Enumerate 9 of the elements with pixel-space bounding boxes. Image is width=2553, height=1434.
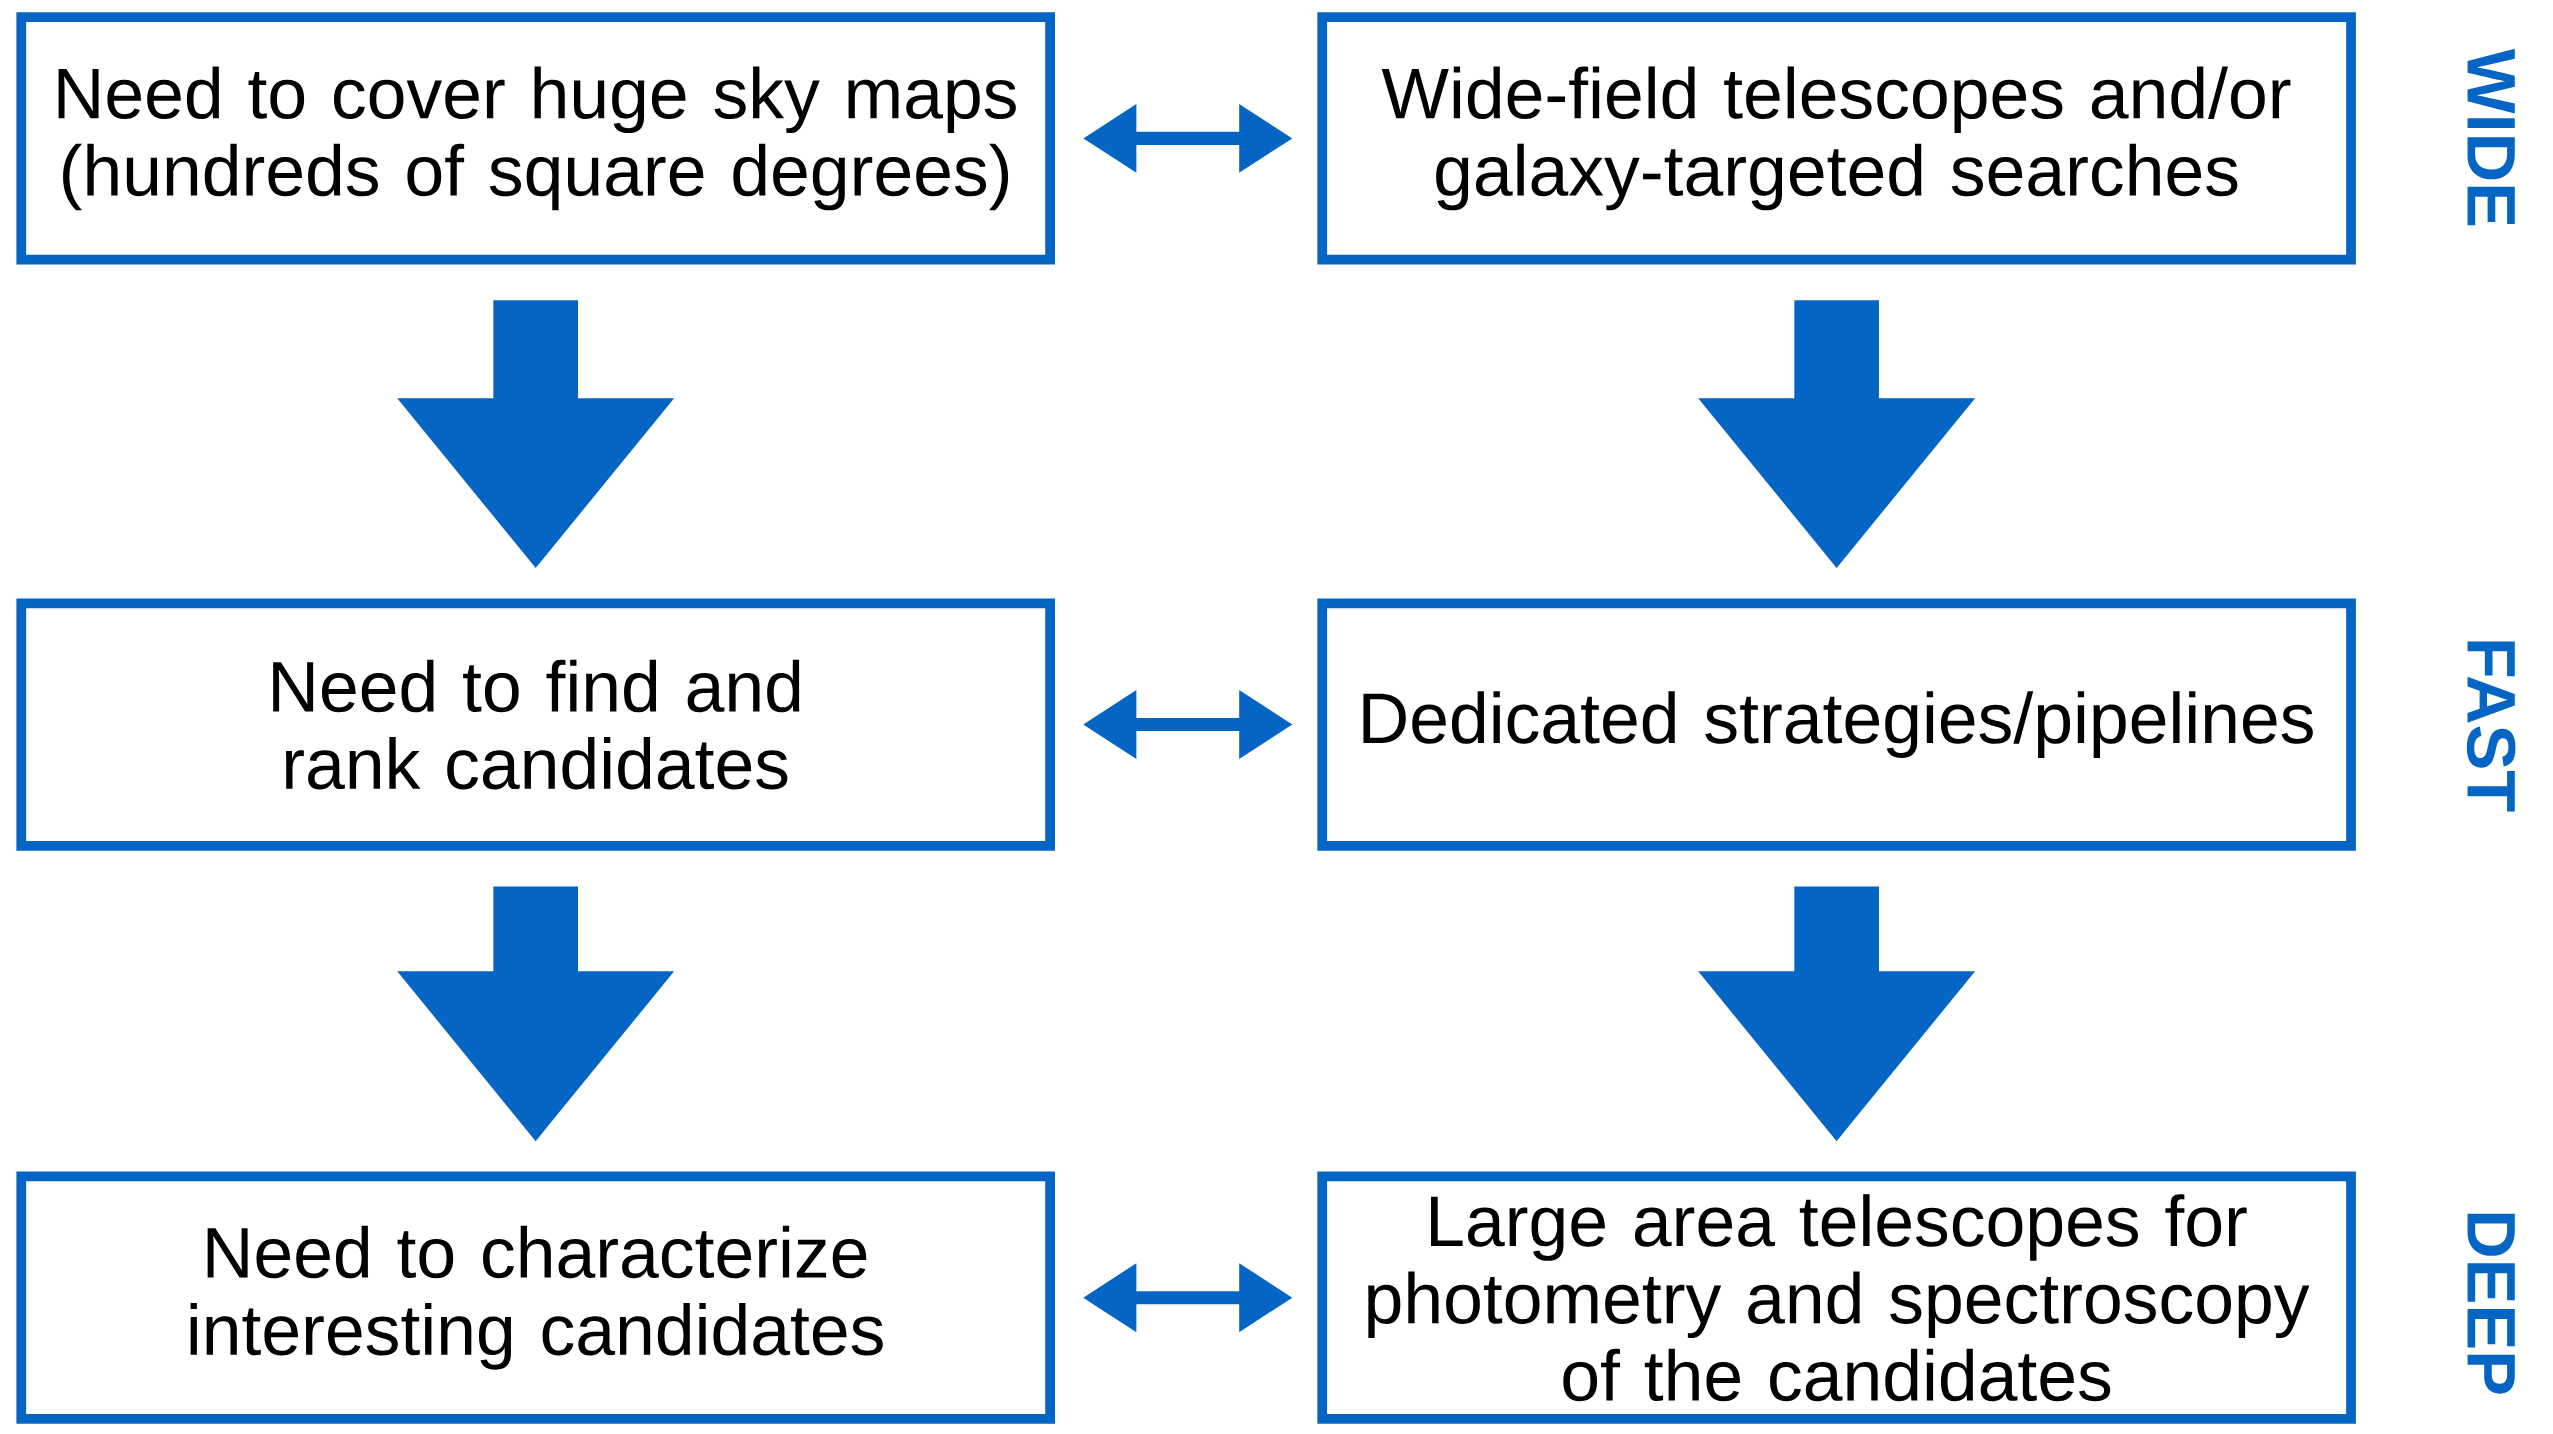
process-box: Need to cover huge sky maps (hundreds of square degrees) — [16, 12, 1055, 265]
process-box: Need to find and rank candidates — [16, 598, 1055, 851]
process-box: Need to characterize interesting candidates — [16, 1171, 1055, 1424]
side-label: FAST — [2466, 641, 2516, 812]
process-box: Wide-field telescopes and/or galaxy-targeted searches — [1317, 12, 2356, 265]
side-label: WIDE — [2467, 48, 2515, 226]
side-label: DEEP — [2467, 1213, 2515, 1394]
process-box: Dedicated strategies/pipelines — [1317, 598, 2356, 851]
process-box: Large area telescopes for photometry and spectroscopy of the candidates — [1317, 1171, 2356, 1424]
